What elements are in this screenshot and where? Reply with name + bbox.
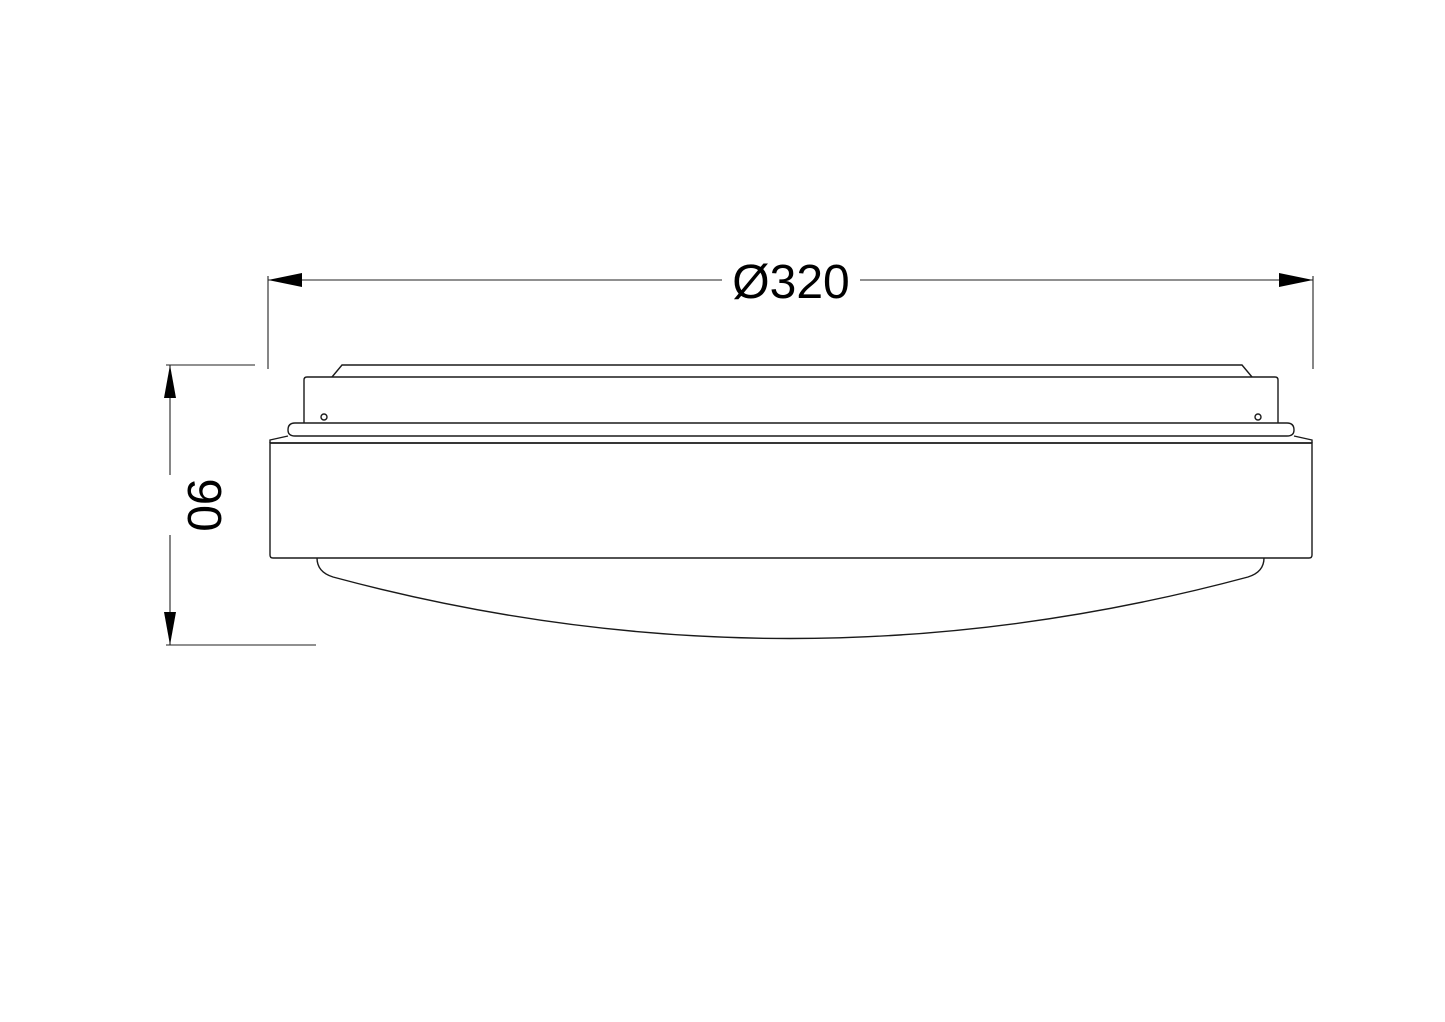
arrow-left-icon	[268, 273, 302, 287]
luminaire-outline	[269, 364, 1313, 640]
screw-left-icon	[320, 413, 328, 421]
diameter-label: Ø320	[732, 256, 849, 309]
screw-right-icon	[1254, 413, 1262, 421]
arrow-up-icon	[164, 365, 176, 398]
arrow-right-icon	[1279, 273, 1313, 287]
height-dimension: 90	[164, 364, 316, 646]
height-label: 90	[177, 478, 230, 531]
arrow-down-icon	[164, 612, 176, 645]
diameter-dimension: Ø320	[267, 256, 1314, 369]
